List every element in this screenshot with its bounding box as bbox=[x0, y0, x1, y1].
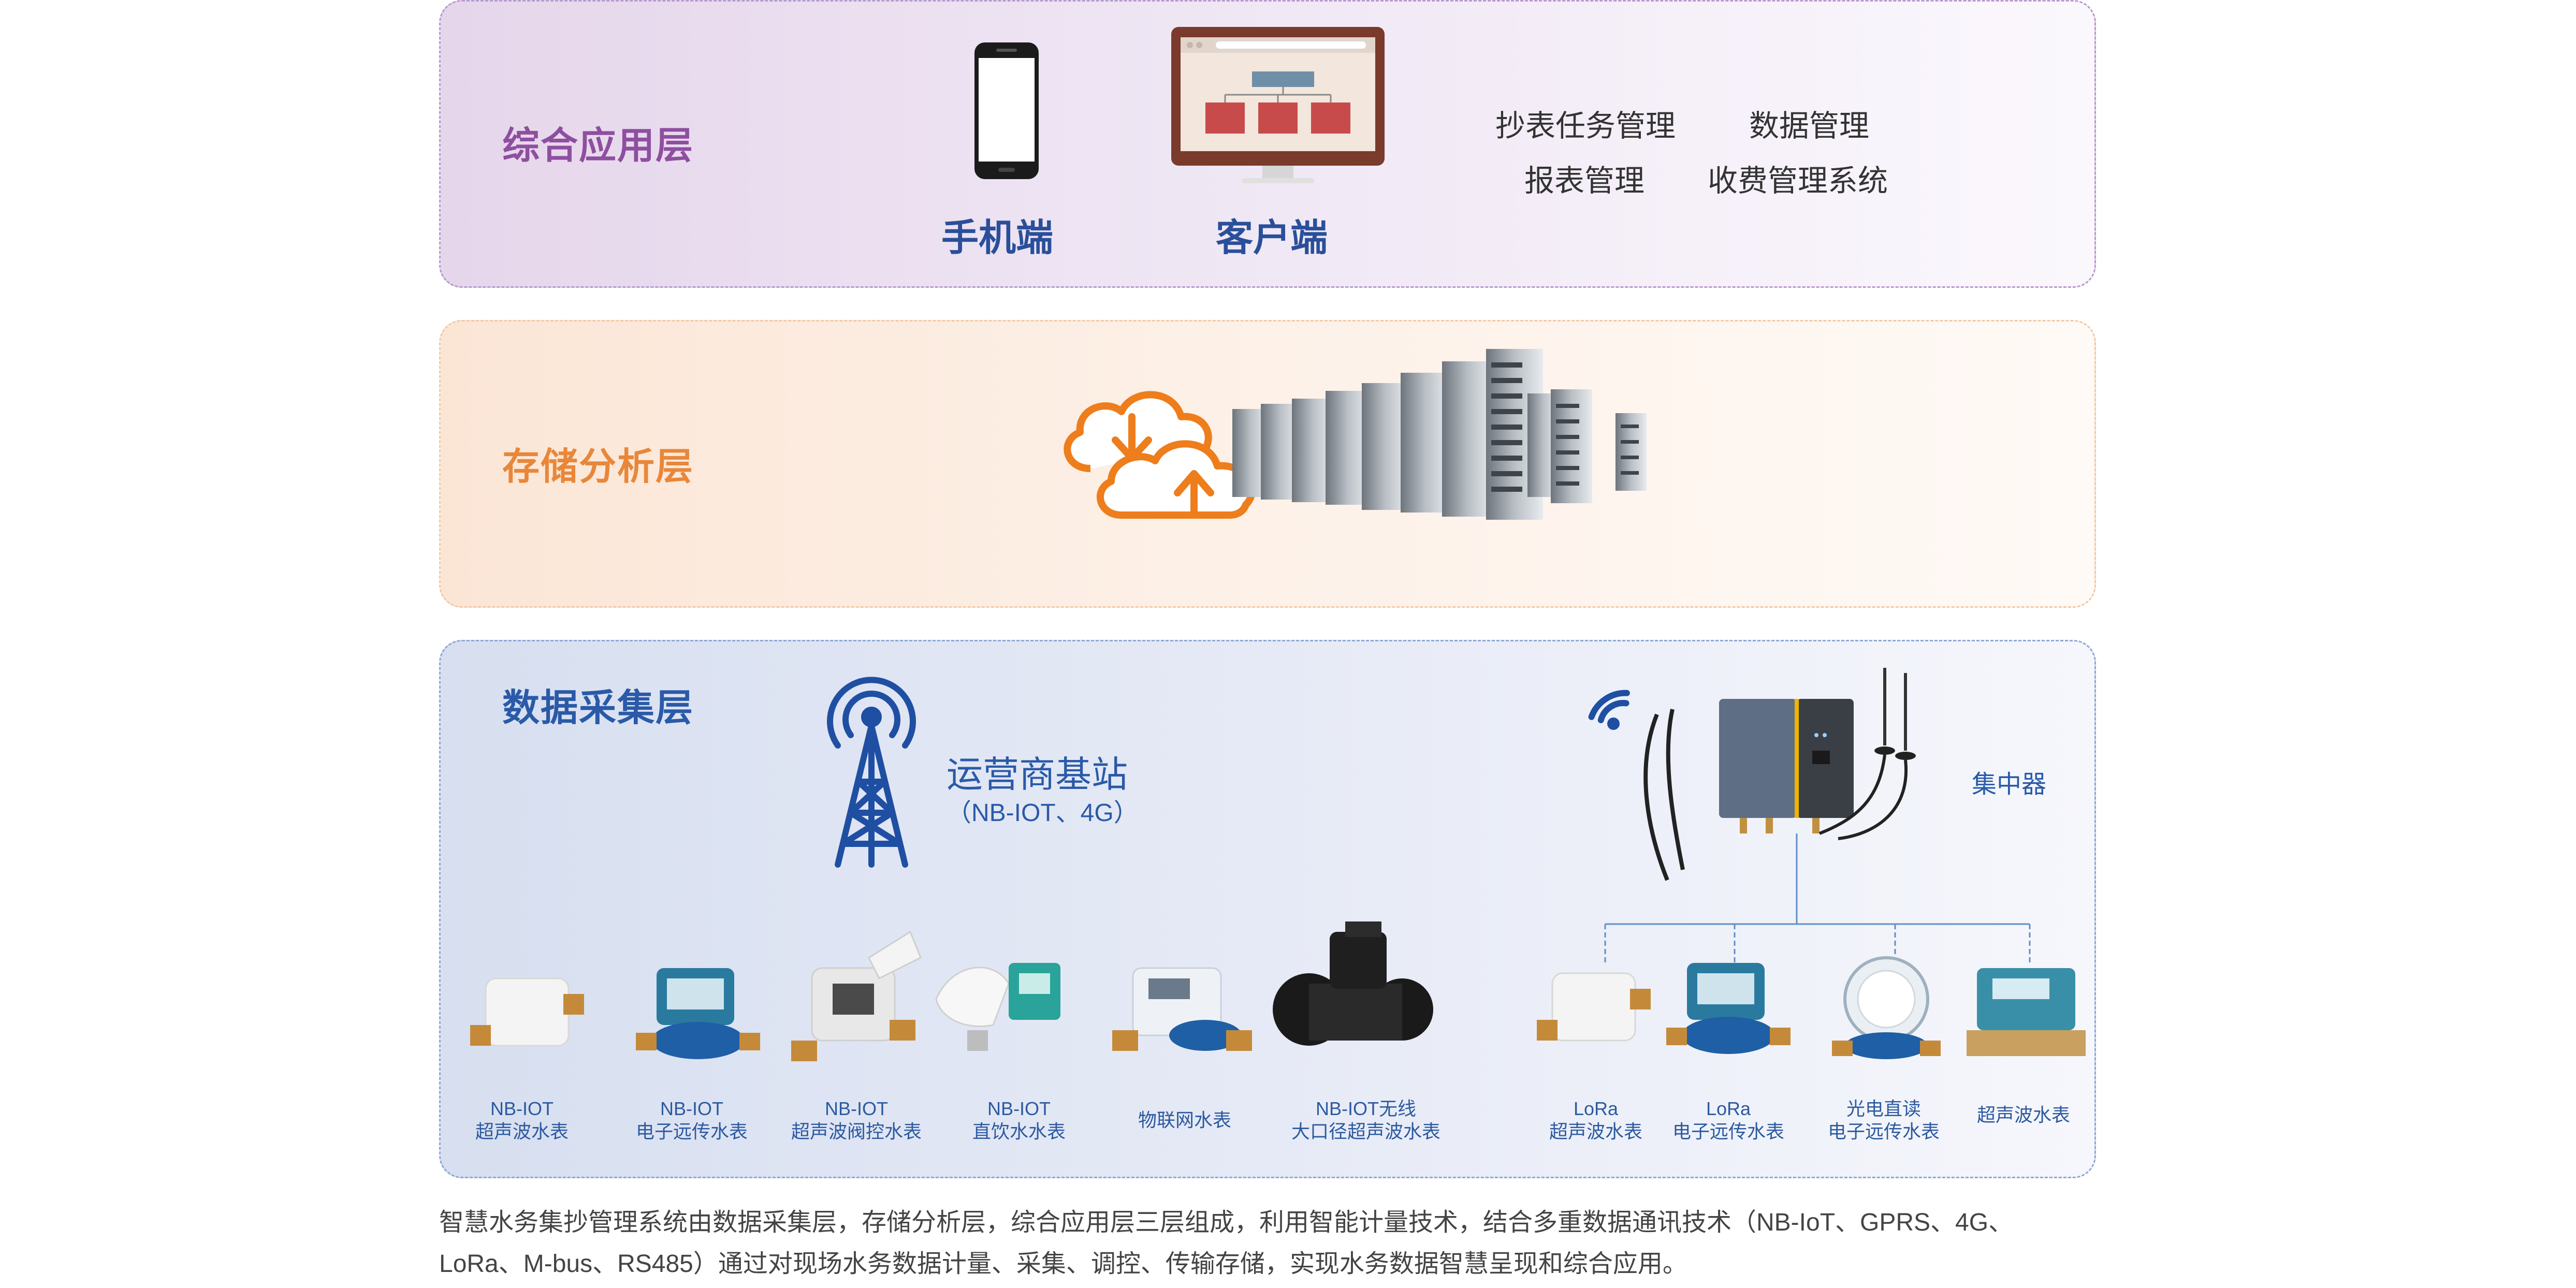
wifi-icon bbox=[1588, 690, 1630, 730]
mobile-label: 手机端 bbox=[941, 217, 1054, 259]
storage-layer-title: 存储分析层 bbox=[502, 446, 694, 488]
description-line-1: 智慧水务集抄管理系统由数据采集层，存储分析层，综合应用层三层组成，利用智能计量技… bbox=[439, 1209, 2014, 1236]
signal-tower-icon bbox=[827, 677, 916, 868]
water-meter-icon bbox=[1666, 963, 1791, 1054]
meter-label: 超声波水表 bbox=[1976, 1104, 2070, 1125]
water-meter-icon bbox=[470, 977, 584, 1047]
smartphone-icon bbox=[974, 42, 1039, 179]
description-line-2: LoRa、M-bus、RS485）通过对现场水务数据计量、采集、调控、传输存储，… bbox=[439, 1250, 1687, 1278]
cloud-sync-icon bbox=[1064, 391, 1256, 519]
data-collection-layer-title: 数据采集层 bbox=[502, 687, 694, 729]
meter-label: 物联网水表 bbox=[1138, 1109, 1231, 1131]
system-description: 智慧水务集抄管理系统由数据采集层，存储分析层，综合应用层三层组成，利用智能计量技… bbox=[439, 1202, 2096, 1285]
water-meter-icon bbox=[935, 963, 1060, 1051]
concentrator-connection-lines bbox=[1604, 833, 2031, 963]
function-meter-task: 抄表任务管理 bbox=[1495, 109, 1676, 143]
function-report-management: 报表管理 bbox=[1524, 164, 1645, 198]
water-meter-icon bbox=[791, 930, 922, 1061]
function-billing-system: 收费管理系统 bbox=[1708, 164, 1888, 198]
application-layer-title: 综合应用层 bbox=[502, 125, 694, 167]
water-meter-icon bbox=[1832, 956, 1941, 1059]
client-label: 客户端 bbox=[1216, 217, 1328, 259]
water-meter-icon bbox=[1967, 968, 2086, 1056]
water-meter-icon bbox=[1112, 967, 1252, 1051]
water-meter-icon bbox=[636, 968, 760, 1059]
concentrator-label: 集中器 bbox=[1972, 771, 2047, 798]
function-data-management: 数据管理 bbox=[1749, 109, 1870, 143]
monitor-icon bbox=[1171, 27, 1385, 183]
base-station-sub: （NB-IOT、4G） bbox=[947, 799, 1139, 827]
server-rack-icon bbox=[1232, 349, 1647, 520]
water-meter-icon bbox=[1537, 972, 1651, 1042]
concentrator-icon bbox=[1643, 668, 1916, 881]
water-meter-icon bbox=[1273, 921, 1433, 1046]
meter-label: 光电直读电子远传水表 bbox=[1827, 1098, 1940, 1142]
meter-label: NB-IOT无线大口径超声波水表 bbox=[1291, 1098, 1440, 1142]
base-station-name: 运营商基站 bbox=[947, 754, 1128, 795]
